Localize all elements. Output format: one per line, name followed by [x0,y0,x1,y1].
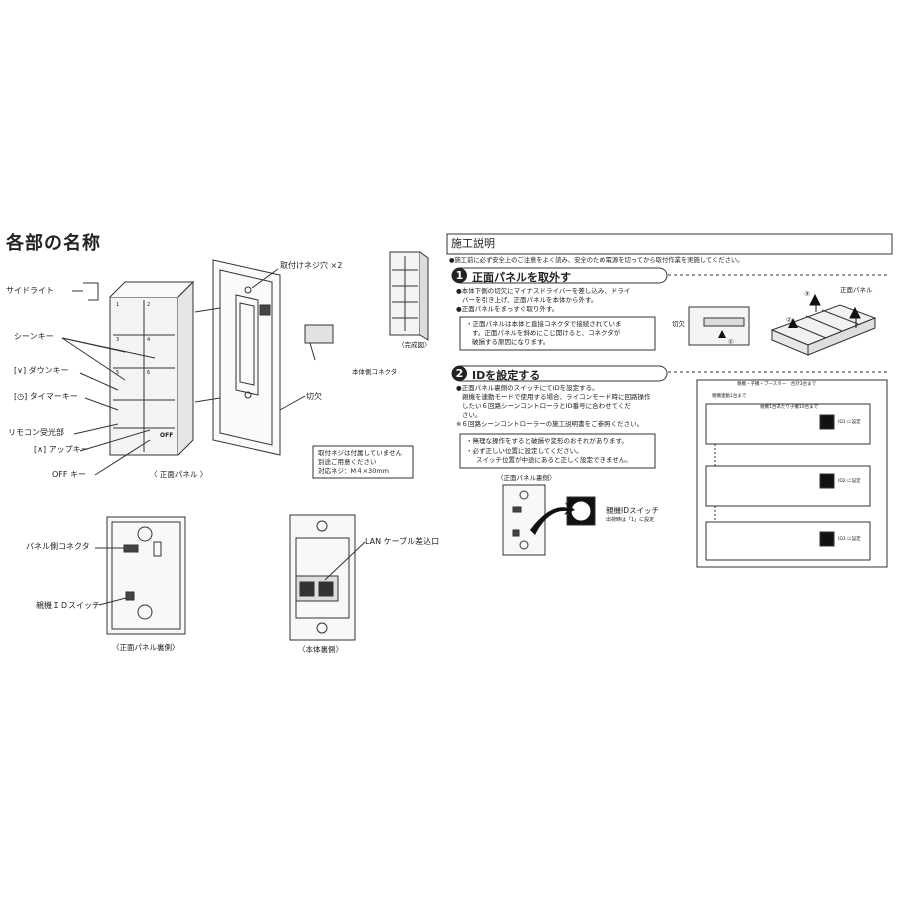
step2-panel-back-label: 〈正面パネル裏側〉 [497,474,556,482]
step2-switch-label: 親機IDスイッチ [606,506,659,515]
off-text: OFF [160,432,174,439]
label-notch: 切欠 [306,392,322,401]
label-timer-key: [◷] タイマーキー [14,392,78,401]
diagram-id2: ID2 に設定 [838,479,861,484]
step1-mark-3: ③ [804,290,810,298]
install-intro: ●施工前に必ず安全上のご注意をよく読み、安全のため電源を切ってから取付作業を実施… [449,257,744,264]
label-finished-view: 〈完成図〉 [398,341,431,349]
step1-title: 正面パネルを取外す [472,271,571,284]
label-side-light: サイドライト [6,286,54,295]
step1-note2: す。正面パネルを斜めにこじ開けると、コネクタが [472,329,621,337]
step2-title: IDを設定する [472,369,541,382]
label-front-panel: 〈 正面パネル 〉 [150,470,208,479]
diagram-title: 親機・子機・ブースター 合計3台まで [737,382,817,387]
scene-key-number: 3 [116,337,120,343]
label-front-panel-back: 〈正面パネル裏側〉 [112,643,180,652]
step2-note3: スイッチ位置が中途にあると正しく設定できません。 [476,456,632,464]
diagram-id3: ID3 に設定 [838,537,861,542]
label-body-back: 〈本体裏側〉 [298,645,343,654]
label-down-key: [∨] ダウンキー [14,366,69,375]
step1-number: 1 [452,268,467,283]
step1-line2: バーを引き上げ、正面パネルを本体から外す。 [462,296,598,304]
label-remote-receiver: リモコン受光部 [8,428,64,437]
scene-key-number: 5 [116,370,120,376]
label-lan-port: LAN ケーブル差込口 [365,537,440,546]
step2-line4: さい。 [462,411,482,419]
scene-key-number: 4 [147,337,151,343]
step2-note2: ・必ず正しい位置に設定してください。 [466,447,583,455]
step2-line2: 親機を連動モードで使用する場合、ライコンモード時に回路操作 [462,393,651,401]
diagram-unit-sub: 親機1台あたり子機10台まで [760,405,819,410]
scene-key-number: 1 [116,302,120,308]
scene-key-number: 6 [147,370,151,376]
scene-key-number: 2 [147,302,151,308]
screw-note-1: 取付ネジは付属していません [318,449,403,457]
step1-line1: ●本体下側の切欠にマイナスドライバーを差し込み、ドライ [456,287,631,295]
step1-mark-2: ② [786,316,792,324]
label-off-key: OFF キー [52,470,87,479]
section-title: 各部の名称 [6,233,101,254]
label-scene-key: シーンキー [14,332,54,341]
label-body-connector: 本体側コネクタ [352,368,398,376]
step1-note1: ・正面パネルは本体と直接コネクタで接続されていま [466,320,622,328]
diagram-unit1: 親機連動1台まで [712,394,747,399]
label-screw-holes: 取付けネジ穴 ×2 [280,261,343,270]
install-header: 施工説明 [451,237,495,250]
step1-note3: 破損する原因になります。 [472,338,550,346]
step2-note1: ・無理な操作をすると破損や変形のおそれがあります。 [466,437,628,445]
diagram-id1: ID1 に設定 [838,420,861,425]
step1-mark-1: ① [728,338,734,346]
screw-note-2: 別途ご用意ください [318,458,377,466]
step2-line5: ※６回路シーンコントローラーの施工説明書をご参照ください。 [456,420,644,428]
step2-line3: したい６回路シーンコントローラとID番号に合わせてくだ [462,402,631,410]
label-up-key: [∧] アップキー [34,445,89,454]
label-panel-connector: パネル側コネクタ [26,542,90,551]
step2-line1: ●正面パネル裏側のスイッチにてIDを設定する。 [456,384,599,392]
label-parent-id-switch: 親機ＩＤスイッチ [36,601,100,610]
step1-label-panel: 正面パネル [840,286,873,294]
step1-line3: ●正面パネルをまっすぐ取り外す。 [456,305,559,313]
step2-switch-sub: 出荷時は「1」に設定 [606,517,655,523]
step2-number: 2 [452,366,467,381]
step1-label-notch: 切欠 [672,320,685,328]
screw-note-3: 対応ネジ：M４×30mm [318,467,389,475]
